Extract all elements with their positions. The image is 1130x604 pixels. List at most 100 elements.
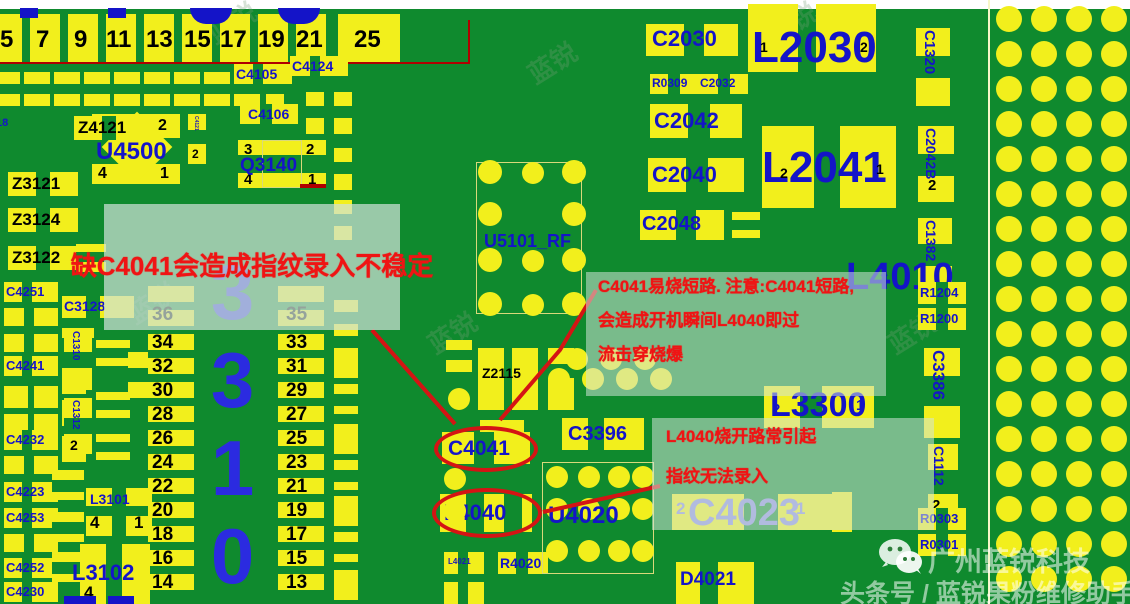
bga-pad xyxy=(1031,286,1057,312)
ref-r1200: R1200 xyxy=(920,311,959,326)
bga-pad xyxy=(996,6,1022,32)
ref-z3122: Z3122 xyxy=(12,248,61,267)
ref-c4105: C4105 xyxy=(236,66,278,82)
pin-label: 28 xyxy=(152,404,174,425)
bga-pad xyxy=(1031,146,1057,172)
bga-pad xyxy=(1101,531,1127,557)
bga-pad xyxy=(996,216,1022,242)
ref-c4251: C4251 xyxy=(6,284,45,299)
bga-pad xyxy=(996,356,1022,382)
ref-u5101-rf: U5101_RF xyxy=(484,231,572,251)
pin-label: 2 xyxy=(860,39,868,55)
ref-c2040: C2040 xyxy=(652,162,717,187)
ref-r0309: R0309 xyxy=(652,76,688,90)
pin-label: 23 xyxy=(286,452,308,473)
bga-pad xyxy=(996,41,1022,67)
bga-pad xyxy=(1031,6,1057,32)
bga-pad xyxy=(1031,251,1057,277)
bga-pad xyxy=(1066,216,1092,242)
bga-pad xyxy=(1066,391,1092,417)
bga-pad xyxy=(1101,6,1127,32)
bga-pad xyxy=(1101,321,1127,347)
bga-pad xyxy=(1066,6,1092,32)
ref-l2030: L2030 xyxy=(752,23,877,72)
bga-pad xyxy=(996,566,1022,592)
pin-label: 14 xyxy=(152,572,174,593)
ref-r4020: R4020 xyxy=(500,555,542,571)
pin-label: 17 xyxy=(286,524,308,545)
bga-pad xyxy=(1066,41,1092,67)
bga-pad xyxy=(1101,391,1127,417)
bga-pad xyxy=(1031,181,1057,207)
ref-c1112: C1112 xyxy=(931,446,947,486)
bga-pad xyxy=(1031,216,1057,242)
bga-pad xyxy=(996,286,1022,312)
bga-pad xyxy=(1101,566,1127,592)
pin-label: 7 xyxy=(36,26,50,53)
ref-z3124: Z3124 xyxy=(12,210,61,229)
bga-pad xyxy=(1101,496,1127,522)
ref-l4021: L4021 xyxy=(448,557,471,566)
highlight-circle-l4040 xyxy=(432,488,542,538)
pin-label: 18 xyxy=(152,524,174,545)
pin-label: 16 xyxy=(152,548,174,569)
pin-label: 15 xyxy=(184,26,211,53)
bga-pad xyxy=(1066,146,1092,172)
pin-label: 2 xyxy=(772,401,781,418)
ref-u4500: U4500 xyxy=(96,138,167,165)
annotation-l4040-line1: L4040烧开路常引起 xyxy=(666,427,817,446)
ref-c2030: C2030 xyxy=(652,26,717,51)
pin-label: 26 xyxy=(152,428,174,449)
bga-pad xyxy=(1031,531,1057,557)
bga-pad xyxy=(1066,321,1092,347)
ref-c4252: C4252 xyxy=(6,560,45,575)
bga-pad xyxy=(996,111,1022,137)
pin-label: 25 xyxy=(286,428,308,449)
annotation-panel-l4040 xyxy=(652,418,934,530)
top-white-strip xyxy=(0,0,1130,9)
bga-pad xyxy=(996,391,1022,417)
ref-c4232: C4232 xyxy=(6,432,45,447)
annotation-fingerprint-unstable: 缺C4041会造成指纹录入不稳定 xyxy=(71,204,433,330)
ref-z4121: Z4121 xyxy=(78,118,127,137)
bga-pad xyxy=(1101,111,1127,137)
bga-pad xyxy=(1066,356,1092,382)
pin-label: 20 xyxy=(152,500,174,521)
ref-c3396: C3396 xyxy=(568,423,627,445)
bga-pad xyxy=(1066,286,1092,312)
bga-pad xyxy=(1031,461,1057,487)
bga-pad xyxy=(1031,496,1057,522)
bga-pad xyxy=(1101,461,1127,487)
bga-pad xyxy=(1031,41,1057,67)
pin-label: 1 xyxy=(308,171,317,188)
ref-r1204: R1204 xyxy=(920,285,959,300)
annotation-c4041-line3: 流击穿烧爆 xyxy=(598,345,683,364)
pin-label: 19 xyxy=(286,500,308,521)
pin-label: 13 xyxy=(146,26,173,53)
pin-label: 1 xyxy=(856,397,865,414)
watermark-channel: 头条号 / 蓝锐果粉维修助手 xyxy=(840,580,1130,604)
pin-label: 1 xyxy=(134,513,144,532)
ref-c4124: C4124 xyxy=(292,58,334,74)
bga-pad xyxy=(1066,251,1092,277)
pin-label: 11 xyxy=(106,26,132,53)
ref-q3140: Q3140 xyxy=(240,155,298,176)
wechat-icon xyxy=(879,539,922,574)
bga-pad xyxy=(1066,566,1092,592)
ref-c2048: C2048 xyxy=(642,213,701,235)
pin-label: 2 xyxy=(780,165,788,181)
annotation-panel-c4041 xyxy=(586,272,886,396)
pin-label: 22 xyxy=(152,476,174,497)
bga-pad xyxy=(1101,76,1127,102)
pin-label: 29 xyxy=(286,380,308,401)
diagonal-watermark: 蓝锐 xyxy=(522,36,583,90)
ref-c4241: C4241 xyxy=(6,358,45,373)
bga-pad xyxy=(996,146,1022,172)
ref-l3101: L3101 xyxy=(90,491,130,507)
pin-label: 1 xyxy=(760,39,768,55)
bga-pad xyxy=(1101,146,1127,172)
ref-c4223: C4223 xyxy=(6,484,45,499)
bga-pad xyxy=(1101,286,1127,312)
pin-label: 4 xyxy=(98,165,107,182)
